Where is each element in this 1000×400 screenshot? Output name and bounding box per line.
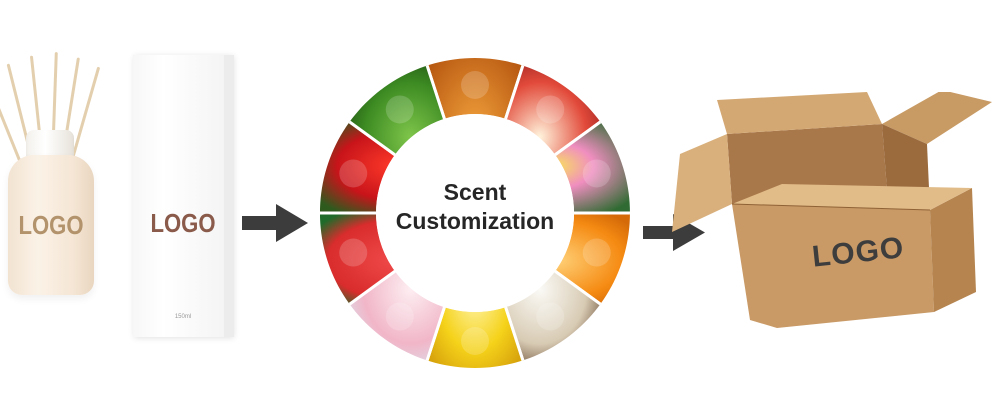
scent-segment-highlight <box>582 238 611 267</box>
bottle-body <box>8 155 94 295</box>
scent-segment-highlight <box>582 159 611 188</box>
scent-segment-highlight <box>461 71 489 99</box>
carton-left-flap <box>672 134 732 232</box>
title-line-customization: Customization <box>395 208 555 234</box>
package-volume-label: 150ml <box>174 314 192 320</box>
scent-segment-highlight <box>385 302 414 331</box>
carton-right-flap <box>882 92 992 144</box>
product-package-box <box>133 55 233 337</box>
scent-segment-highlight <box>339 238 368 267</box>
scent-segment-highlight <box>536 95 565 124</box>
title-line-scent: Scent <box>443 179 507 205</box>
scent-wheel <box>320 58 630 368</box>
carton-back-flap <box>717 92 882 134</box>
scent-customization-title: Scent Customization <box>370 178 580 236</box>
carton-inner-back <box>727 124 887 204</box>
scent-segment-highlight <box>339 159 368 188</box>
scent-segment-highlight <box>385 95 414 124</box>
scent-segment-highlight <box>536 302 565 331</box>
carton-right-face <box>930 188 976 312</box>
arrow-right-icon <box>242 204 308 242</box>
shipping-carton <box>672 92 992 328</box>
package-logo-text: LOGO <box>150 208 216 238</box>
scent-segment-highlight <box>461 327 489 355</box>
package-box-side <box>224 55 234 337</box>
carton-front <box>732 204 934 328</box>
carton-front-flap <box>732 184 972 210</box>
bottle-logo-text: LOGO <box>18 210 84 240</box>
